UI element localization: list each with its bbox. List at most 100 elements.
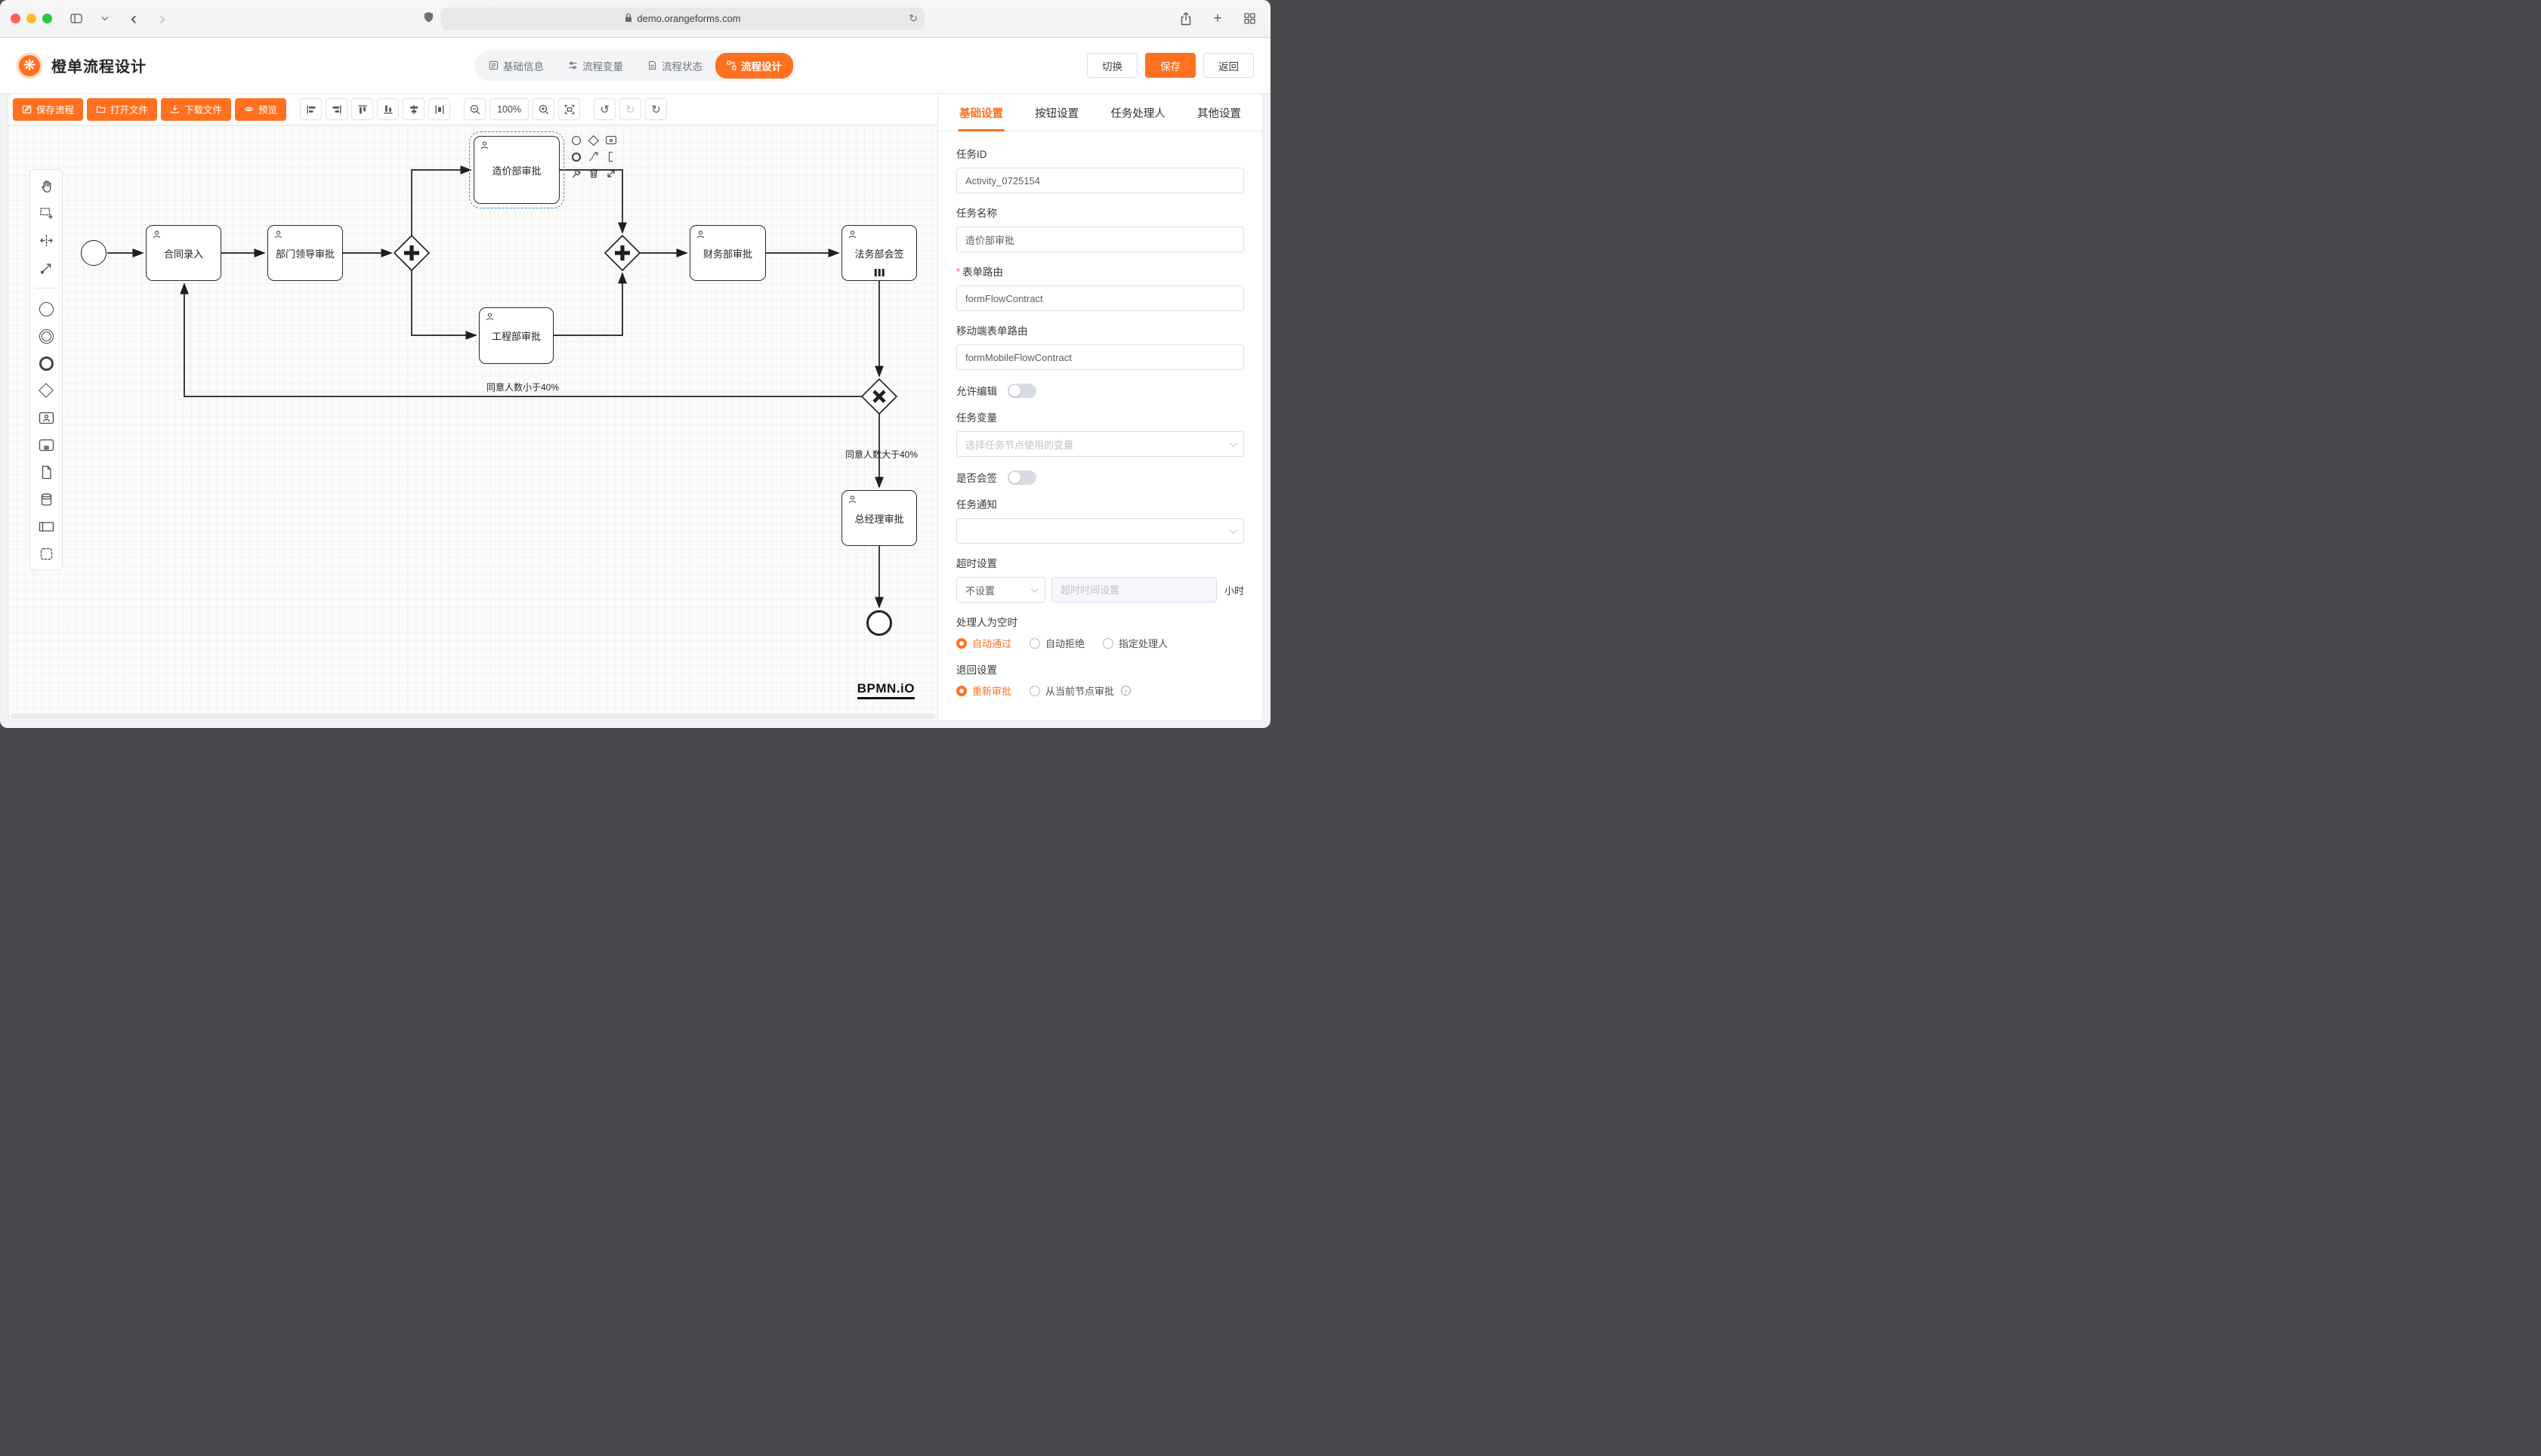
radio-assign-handler[interactable]: 指定处理人 xyxy=(1103,636,1168,650)
share-icon[interactable] xyxy=(1175,10,1196,28)
tab-other-settings[interactable]: 其他设置 xyxy=(1196,108,1241,120)
append-user-task-icon[interactable] xyxy=(605,134,616,146)
task-notify-select[interactable] xyxy=(956,518,1244,544)
user-task-shape[interactable] xyxy=(38,409,54,426)
fit-viewport-button[interactable] xyxy=(558,98,581,120)
new-tab-icon[interactable]: + xyxy=(1213,10,1222,26)
space-tool-icon[interactable] xyxy=(38,232,54,248)
edge-xgateway-back-to-contract[interactable] xyxy=(180,282,862,397)
zoom-out-button[interactable] xyxy=(464,98,486,120)
text-annotation-icon[interactable] xyxy=(605,151,616,162)
tab-button-settings[interactable]: 按钮设置 xyxy=(1035,108,1079,120)
task-name-input[interactable] xyxy=(956,227,1244,252)
append-end-event-icon[interactable] xyxy=(570,151,582,162)
start-event-shape[interactable] xyxy=(38,301,54,317)
connect-tool-icon[interactable] xyxy=(588,151,599,162)
task-finance-approval[interactable]: 财务部审批 xyxy=(690,225,766,281)
sidebar-chevron-icon[interactable] xyxy=(94,10,116,28)
minimize-window-button[interactable] xyxy=(26,14,36,23)
align-left-button[interactable] xyxy=(300,98,323,120)
task-legal-countersign[interactable]: 法务部会签 xyxy=(841,225,917,281)
task-gm-approval[interactable]: 总经理审批 xyxy=(841,490,917,546)
save-flow-button[interactable]: 保存流程 xyxy=(13,97,84,121)
chevron-down-icon xyxy=(1030,585,1039,593)
privacy-shield-icon[interactable] xyxy=(424,11,434,26)
sidebar-toggle-icon[interactable] xyxy=(66,10,87,28)
append-gateway-icon[interactable] xyxy=(588,134,599,146)
subprocess-shape[interactable] xyxy=(38,436,54,453)
back-button[interactable]: ‹ xyxy=(131,8,137,29)
radio-auto-approve[interactable]: 自动通过 xyxy=(956,636,1011,650)
hand-tool-icon[interactable] xyxy=(38,177,54,194)
tab-overview-icon[interactable] xyxy=(1239,10,1260,28)
close-window-button[interactable] xyxy=(11,14,20,23)
radio-re-approve[interactable]: 重新审批 xyxy=(956,683,1011,698)
timeout-value-input[interactable] xyxy=(1051,577,1217,603)
align-top-button[interactable] xyxy=(351,98,374,120)
mobile-form-route-input[interactable] xyxy=(956,344,1244,370)
data-store-shape[interactable] xyxy=(38,491,54,507)
download-file-button[interactable]: 下载文件 xyxy=(161,97,232,121)
lasso-tool-icon[interactable] xyxy=(38,205,54,221)
reset-button[interactable]: ↻ xyxy=(645,98,668,120)
end-event[interactable] xyxy=(866,610,892,636)
save-button[interactable]: 保存 xyxy=(1145,53,1196,78)
zoom-window-button[interactable] xyxy=(42,14,52,23)
global-connect-tool-icon[interactable] xyxy=(38,259,54,276)
forward-button[interactable]: › xyxy=(159,8,165,29)
align-center-button[interactable] xyxy=(403,98,425,120)
address-bar[interactable]: demo.orangeforms.com ↻ xyxy=(441,7,925,30)
edge-label-lt40[interactable]: 同意人数小于40% xyxy=(486,382,560,393)
edge-cost-to-join[interactable] xyxy=(560,169,627,234)
task-dept-leader-approval[interactable]: 部门领导审批 xyxy=(267,225,343,281)
align-right-button[interactable] xyxy=(326,98,348,120)
end-event-shape[interactable] xyxy=(38,355,54,372)
countersign-toggle[interactable] xyxy=(1008,470,1036,485)
group-shape[interactable] xyxy=(38,545,54,562)
edge-gateway-to-cost[interactable] xyxy=(411,165,472,236)
task-engineering-approval[interactable]: 工程部审批 xyxy=(479,307,554,364)
edge-label-gt40[interactable]: 同意人数大于40% xyxy=(844,449,919,460)
window-controls xyxy=(11,14,52,23)
open-file-button[interactable]: 打开文件 xyxy=(87,97,158,121)
nav-basic-info[interactable]: 基础信息 xyxy=(477,53,555,79)
back-to-list-button[interactable]: 返回 xyxy=(1203,53,1254,78)
nav-flow-status[interactable]: 流程状态 xyxy=(636,53,714,79)
allow-edit-toggle[interactable] xyxy=(1008,383,1036,398)
nav-flow-variables[interactable]: 流程变量 xyxy=(557,53,634,79)
nav-flow-design[interactable]: 流程设计 xyxy=(715,52,793,79)
redo-button[interactable]: ↻ xyxy=(619,98,642,120)
tab-task-assignee[interactable]: 任务处理人 xyxy=(1110,108,1166,120)
align-bottom-button[interactable] xyxy=(377,98,400,120)
form-route-input[interactable] xyxy=(956,285,1244,311)
data-object-shape[interactable] xyxy=(38,464,54,480)
info-icon[interactable]: i xyxy=(1121,686,1132,696)
tab-basic-settings[interactable]: 基础设置 xyxy=(958,94,1005,131)
gateway-shape[interactable] xyxy=(38,382,54,399)
zoom-in-button[interactable] xyxy=(533,98,555,120)
reload-icon[interactable]: ↻ xyxy=(909,12,918,24)
task-variable-select[interactable]: 选择任务节点使用的变量 xyxy=(956,431,1244,457)
bpmn-io-watermark[interactable]: BPMN.iO xyxy=(857,681,915,699)
trash-icon[interactable] xyxy=(588,168,599,179)
task-id-input[interactable] xyxy=(956,168,1244,193)
start-event[interactable] xyxy=(81,240,107,266)
bpmn-canvas[interactable]: 同意人数小于40% 同意人数大于40% 合同录入 部门领导审批 造价部审批 xyxy=(8,125,937,720)
switch-button[interactable]: 切换 xyxy=(1087,53,1138,78)
resize-arrows-icon[interactable] xyxy=(605,168,616,179)
edge-gateway-to-engineering[interactable] xyxy=(411,270,477,340)
edge-engineering-to-join[interactable] xyxy=(554,272,627,336)
distribute-button[interactable] xyxy=(428,98,451,120)
wrench-icon[interactable] xyxy=(570,168,582,179)
preview-button[interactable]: 预览 xyxy=(235,97,287,121)
radio-auto-reject[interactable]: 自动拒绝 xyxy=(1030,636,1085,650)
intermediate-event-shape[interactable] xyxy=(38,328,54,344)
horizontal-scrollbar[interactable] xyxy=(11,714,935,719)
undo-button[interactable]: ↺ xyxy=(594,98,616,120)
participant-shape[interactable] xyxy=(38,518,54,535)
timeout-mode-select[interactable]: 不设置 xyxy=(956,577,1045,603)
task-cost-dept-approval[interactable]: 造价部审批 xyxy=(469,131,564,208)
task-contract-entry[interactable]: 合同录入 xyxy=(146,225,221,281)
append-event-icon[interactable] xyxy=(570,134,582,146)
